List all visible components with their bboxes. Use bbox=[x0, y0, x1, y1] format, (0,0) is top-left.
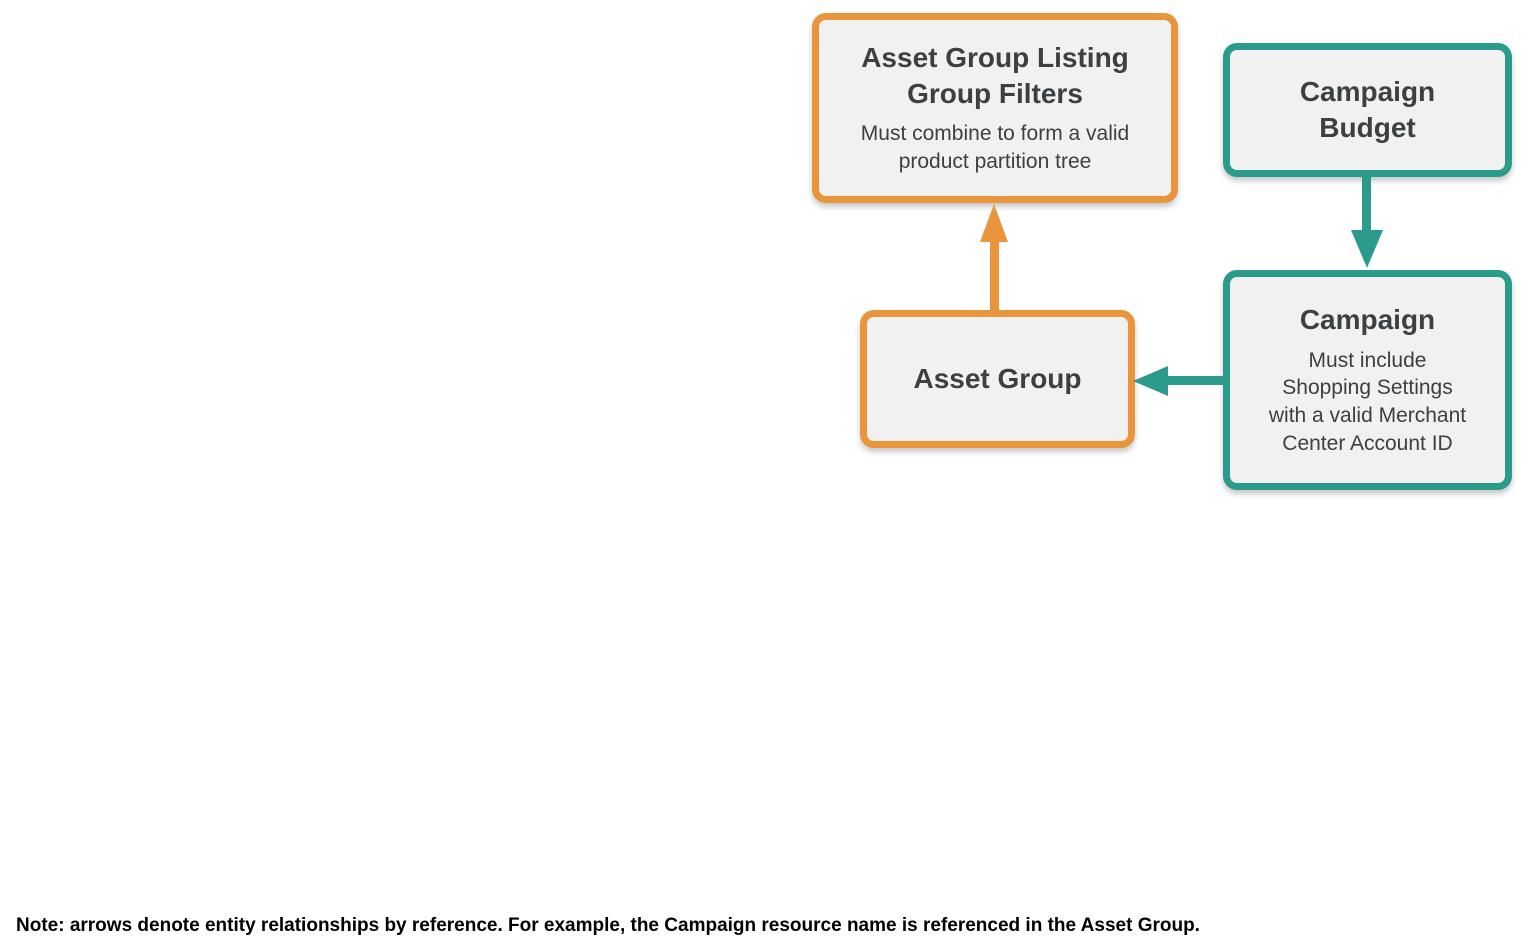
node-subtitle: Must combine to form a valid product par… bbox=[860, 122, 1130, 174]
arrow-up-icon bbox=[980, 204, 1008, 242]
node-title: Campaign Budget bbox=[1299, 76, 1436, 143]
arrow-left-icon bbox=[1133, 366, 1168, 396]
node-title: Asset Group Listing Group Filters bbox=[861, 41, 1129, 109]
node-asset-group-listing-group-filters: Asset Group Listing Group Filters Must c… bbox=[812, 13, 1178, 203]
node-subtitle: Must include Shopping Settings with a va… bbox=[1268, 348, 1467, 456]
arrow-line bbox=[990, 238, 999, 314]
arrow-down-icon bbox=[1351, 230, 1383, 268]
node-title: Campaign bbox=[1299, 303, 1436, 335]
node-campaign-budget: Campaign Budget bbox=[1223, 43, 1512, 177]
arrow-line bbox=[1164, 376, 1224, 385]
note-text: Note: arrows denote entity relationships… bbox=[16, 915, 1200, 936]
node-title: Asset Group bbox=[913, 363, 1082, 395]
arrow-line bbox=[1362, 174, 1371, 234]
node-campaign: Campaign Must include Shopping Settings … bbox=[1223, 270, 1512, 490]
node-asset-group: Asset Group bbox=[860, 310, 1135, 448]
